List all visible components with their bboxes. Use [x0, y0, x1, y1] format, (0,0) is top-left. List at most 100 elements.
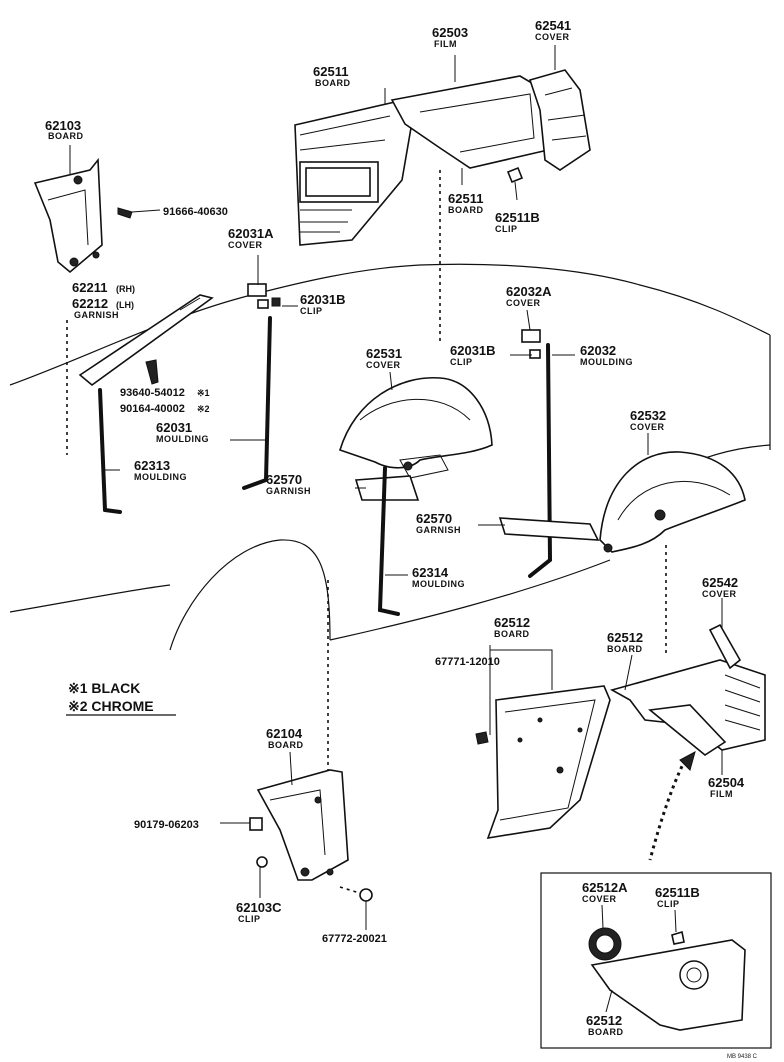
board-62512-inset-drawing[interactable]: [590, 939, 746, 1031]
film-62503-drawing[interactable]: [390, 75, 553, 169]
svg-text:COVER: COVER: [506, 298, 541, 308]
label-62570-lower: 62570 GARNISH: [416, 511, 461, 535]
board-62103-drawing[interactable]: [33, 157, 103, 274]
svg-text:CLIP: CLIP: [300, 306, 323, 316]
svg-text:(LH): (LH): [116, 300, 134, 310]
svg-text:62031A: 62031A: [228, 226, 274, 241]
label-67772-20021: 67772-20021: [322, 933, 387, 945]
label-62031b-mid: 62031B CLIP: [450, 343, 496, 367]
svg-text:BOARD: BOARD: [268, 740, 304, 750]
label-62512-inset: 62512 BOARD: [586, 1013, 624, 1037]
svg-text:COVER: COVER: [535, 32, 570, 42]
svg-text:62511B: 62511B: [495, 210, 540, 225]
svg-text:62031: 62031: [156, 420, 192, 435]
cover-62531-drawing[interactable]: [339, 377, 493, 479]
clip-67771-drawing[interactable]: [475, 731, 489, 745]
clip-62511b-drawing[interactable]: [506, 166, 524, 184]
label-62511-mid: 62511 BOARD: [448, 191, 483, 215]
svg-text:62031B: 62031B: [450, 343, 496, 358]
svg-text:62570: 62570: [266, 472, 302, 487]
legend-chrome: ※2 CHROME: [68, 698, 154, 714]
svg-text:MOULDING: MOULDING: [412, 579, 465, 589]
label-62531: 62531 COVER: [366, 346, 402, 370]
garnish-62570-upper-drawing[interactable]: [354, 475, 420, 501]
label-62211-62212: 62211 (RH) 62212 (LH) GARNISH: [72, 280, 135, 320]
clip-62511b-inset-drawing[interactable]: [671, 930, 685, 945]
clip-67772-drawing[interactable]: [359, 888, 373, 902]
inset-arrow: [648, 751, 696, 861]
board-62104-drawing[interactable]: [256, 769, 349, 881]
svg-text:GARNISH: GARNISH: [416, 525, 461, 535]
moulding-62314-drawing[interactable]: [377, 466, 400, 616]
svg-text:MOULDING: MOULDING: [134, 472, 187, 482]
clip-62103c-drawing[interactable]: [256, 856, 268, 868]
svg-text:93640-54012: 93640-54012: [120, 387, 185, 399]
label-62504: 62504 FILM: [708, 775, 745, 799]
nut-90179-drawing[interactable]: [249, 817, 263, 831]
svg-text:COVER: COVER: [228, 240, 263, 250]
svg-text:BOARD: BOARD: [494, 629, 530, 639]
label-62032: 62032 MOULDING: [580, 343, 633, 367]
svg-text:※1: ※1: [197, 388, 210, 398]
label-62313: 62313 MOULDING: [134, 458, 187, 482]
drawing-code: MB 9438 C: [727, 1054, 758, 1060]
svg-text:COVER: COVER: [702, 589, 737, 599]
screw-91666[interactable]: [117, 207, 161, 219]
svg-text:62542: 62542: [702, 575, 738, 590]
label-62032a: 62032A COVER: [506, 284, 552, 308]
label-67771-12010: 67771-12010: [435, 656, 500, 668]
label-62570-upper: 62570 GARNISH: [266, 472, 311, 496]
svg-text:BOARD: BOARD: [48, 131, 84, 141]
svg-text:62511: 62511: [313, 64, 348, 79]
svg-text:CLIP: CLIP: [450, 357, 473, 367]
label-62512-right: 62512 BOARD: [607, 630, 643, 654]
label-62512a-inset: 62512A COVER: [582, 880, 628, 904]
svg-text:COVER: COVER: [366, 360, 401, 370]
svg-text:BOARD: BOARD: [588, 1027, 624, 1037]
svg-text:COVER: COVER: [630, 422, 665, 432]
moulding-62032-drawing[interactable]: [521, 329, 553, 578]
board-62512-right-drawing[interactable]: [609, 659, 766, 756]
cover-62532-drawing[interactable]: [599, 451, 746, 553]
svg-text:62503: 62503: [432, 25, 468, 40]
cover-62541-drawing[interactable]: [528, 69, 591, 171]
svg-text:62032: 62032: [580, 343, 616, 358]
svg-text:CLIP: CLIP: [657, 899, 680, 909]
svg-text:62031B: 62031B: [300, 292, 346, 307]
svg-text:90164-40002: 90164-40002: [120, 403, 185, 415]
label-62541: 62541 COVER: [535, 18, 571, 42]
svg-text:BOARD: BOARD: [315, 78, 351, 88]
board-62512-left-drawing[interactable]: [486, 685, 611, 840]
svg-text:CLIP: CLIP: [495, 224, 518, 234]
svg-text:CLIP: CLIP: [238, 914, 261, 924]
svg-text:62032A: 62032A: [506, 284, 552, 299]
moulding-62031-drawing[interactable]: [242, 283, 281, 490]
leader-lines: [69, 45, 723, 1013]
cover-62512a-drawing[interactable]: [588, 927, 622, 961]
svg-text:MOULDING: MOULDING: [580, 357, 633, 367]
label-62031b: 62031B CLIP: [300, 292, 346, 316]
board-62511-drawing[interactable]: [294, 101, 413, 246]
garnish-62570-lower-drawing[interactable]: [498, 517, 600, 541]
label-90179-06203: 90179-06203: [134, 819, 199, 831]
svg-text:62314: 62314: [412, 565, 449, 580]
label-91666-40630: 91666-40630: [163, 206, 228, 218]
cover-62542-drawing[interactable]: [708, 623, 742, 670]
svg-text:62104: 62104: [266, 726, 303, 741]
svg-text:62511: 62511: [448, 191, 483, 206]
svg-text:(RH): (RH): [116, 284, 135, 294]
svg-text:※2: ※2: [197, 404, 210, 414]
legend-black: ※1 BLACK: [68, 680, 140, 696]
label-62511-top: 62511 BOARD: [313, 64, 351, 88]
label-62031: 62031 MOULDING: [156, 420, 209, 444]
label-62104: 62104 BOARD: [266, 726, 304, 750]
svg-text:62504: 62504: [708, 775, 745, 790]
svg-text:62103C: 62103C: [236, 900, 282, 915]
svg-text:62531: 62531: [366, 346, 402, 361]
screw-93640[interactable]: [145, 359, 159, 385]
label-62511b: 62511B CLIP: [495, 210, 540, 234]
label-62031a: 62031A COVER: [228, 226, 274, 250]
garnish-62211-drawing[interactable]: [78, 294, 214, 514]
svg-text:62512: 62512: [586, 1013, 622, 1028]
svg-text:62512: 62512: [607, 630, 643, 645]
